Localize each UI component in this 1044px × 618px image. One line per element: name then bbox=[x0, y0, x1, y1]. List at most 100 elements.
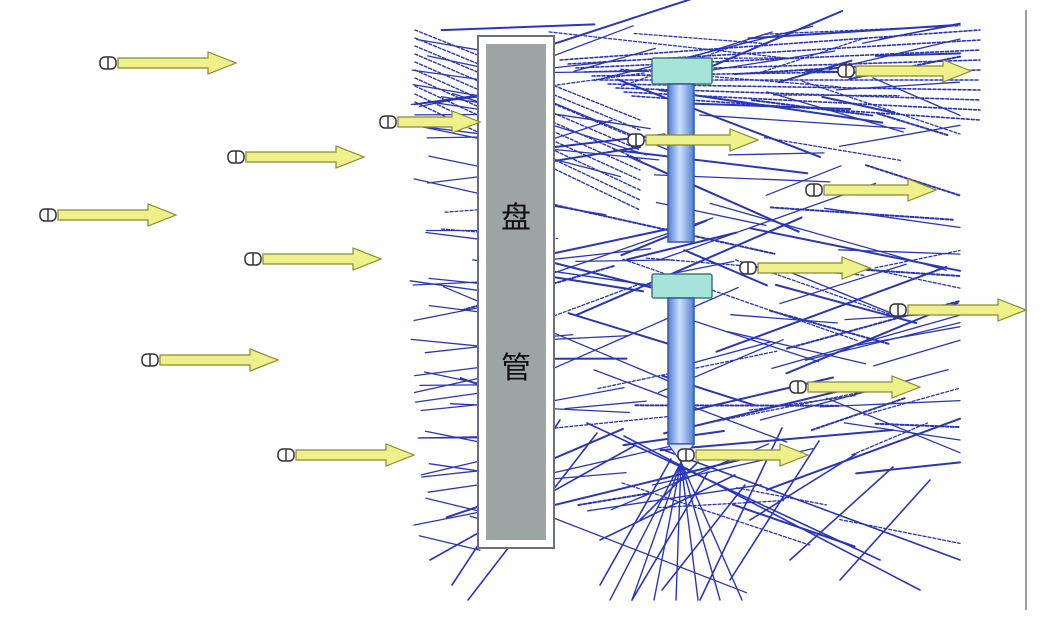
airflow-arrow-icon bbox=[627, 128, 760, 152]
spray-line bbox=[771, 314, 961, 370]
spray-line bbox=[757, 37, 865, 74]
spray-line bbox=[410, 338, 481, 347]
spray-line bbox=[424, 345, 481, 354]
spray-line bbox=[419, 384, 481, 387]
spray-line bbox=[567, 312, 671, 346]
spray-line bbox=[661, 484, 746, 591]
spray-line bbox=[428, 304, 481, 313]
spray-line bbox=[849, 264, 961, 289]
spray-line bbox=[631, 461, 682, 601]
spray-line bbox=[680, 461, 743, 601]
spray-line bbox=[420, 403, 481, 412]
spray-line bbox=[873, 339, 961, 367]
spray-line bbox=[680, 102, 852, 110]
spray-line bbox=[851, 422, 929, 456]
spray-line bbox=[616, 78, 821, 158]
spray-line bbox=[577, 492, 650, 506]
spray-line bbox=[861, 22, 961, 44]
spray-line bbox=[428, 463, 481, 472]
spray-line bbox=[715, 265, 948, 353]
spray-line bbox=[730, 314, 839, 324]
spray-line bbox=[696, 386, 889, 426]
spray-line bbox=[821, 95, 896, 114]
coil-inner-panel bbox=[486, 44, 546, 540]
airflow-arrow-icon bbox=[789, 375, 922, 399]
spray-line bbox=[414, 366, 481, 377]
spray-line bbox=[425, 497, 481, 512]
airflow-arrow-icon bbox=[837, 59, 973, 83]
spray-line bbox=[416, 38, 481, 51]
spray-line bbox=[413, 306, 481, 322]
spray-line bbox=[622, 258, 858, 342]
spray-line bbox=[599, 458, 672, 586]
airflow-arrow-icon bbox=[99, 51, 238, 75]
spray-line bbox=[413, 511, 481, 526]
spray-line bbox=[623, 435, 921, 591]
spray-line bbox=[839, 479, 931, 581]
spray-line bbox=[420, 460, 481, 476]
airflow-arrow-icon bbox=[739, 256, 872, 280]
spray-line bbox=[680, 461, 721, 601]
spray-line bbox=[728, 152, 825, 156]
spray-line bbox=[549, 414, 679, 430]
spray-line bbox=[683, 249, 768, 287]
spray-line bbox=[440, 23, 596, 32]
spray-line bbox=[823, 207, 961, 229]
spray-line bbox=[765, 417, 961, 491]
spray-line bbox=[552, 0, 692, 45]
airflow-arrow-icon bbox=[227, 145, 366, 169]
coil-label-top: 盘 bbox=[501, 201, 531, 236]
spray-line bbox=[613, 149, 809, 175]
airflow-arrow-icon bbox=[889, 298, 1028, 322]
spray-line bbox=[749, 227, 961, 272]
spray-line bbox=[689, 319, 820, 363]
spray-line bbox=[546, 444, 677, 475]
spray-line bbox=[586, 422, 881, 561]
airflow-arrow-icon bbox=[379, 110, 482, 134]
spray-line bbox=[769, 309, 892, 346]
coil-panel: 盘 管 bbox=[477, 35, 555, 549]
spray-line bbox=[759, 368, 949, 421]
spray-line bbox=[428, 277, 481, 285]
spray-line bbox=[678, 376, 834, 415]
spray-line bbox=[856, 326, 961, 346]
spray-line bbox=[421, 470, 481, 478]
airflow-arrow-icon bbox=[39, 203, 178, 227]
spray-line bbox=[411, 69, 481, 81]
spray-line bbox=[426, 175, 481, 184]
spray-line bbox=[423, 371, 481, 385]
spray-line bbox=[409, 280, 481, 292]
spray-line bbox=[801, 80, 961, 135]
spray-line bbox=[675, 461, 682, 601]
spray-line bbox=[876, 112, 950, 137]
spray-line bbox=[653, 461, 682, 601]
spray-line bbox=[426, 55, 481, 68]
spray-line bbox=[872, 77, 961, 117]
spray-line bbox=[599, 474, 736, 541]
spray-line bbox=[428, 155, 481, 168]
spray-line bbox=[726, 330, 867, 365]
spray-pipe-lower bbox=[667, 297, 695, 445]
spray-line bbox=[660, 448, 961, 561]
spray-line bbox=[763, 136, 902, 162]
spray-pipe-upper bbox=[667, 83, 695, 243]
airflow-arrow-icon bbox=[805, 178, 938, 202]
spray-line bbox=[547, 286, 739, 372]
spray-line bbox=[863, 387, 961, 416]
spray-line bbox=[551, 261, 667, 292]
spray-line bbox=[427, 483, 481, 493]
spray-line bbox=[540, 512, 748, 594]
spray-line bbox=[621, 482, 811, 546]
spray-line bbox=[699, 114, 906, 130]
spray-line bbox=[567, 39, 981, 65]
spray-line bbox=[426, 136, 481, 139]
spray-line bbox=[414, 85, 641, 191]
spray-line bbox=[575, 49, 981, 69]
spray-line bbox=[424, 430, 481, 443]
airflow-arrows bbox=[39, 51, 1028, 467]
spray-line bbox=[687, 10, 844, 78]
spray-line bbox=[626, 231, 738, 261]
spray-line bbox=[663, 383, 866, 435]
spray-line bbox=[413, 178, 481, 195]
